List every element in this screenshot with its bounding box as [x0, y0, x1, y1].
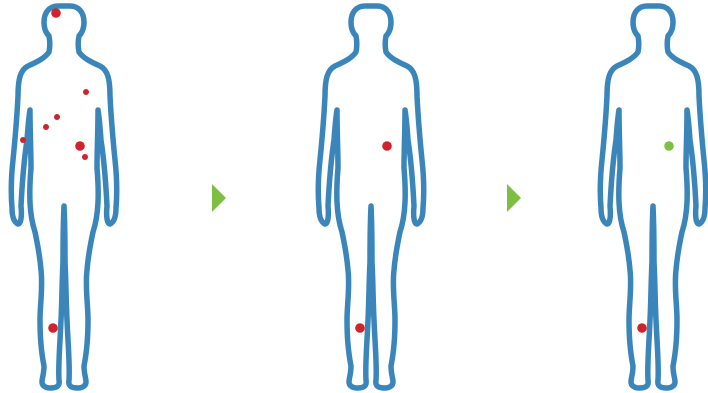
lesion-right-abdomen-lower-marker — [82, 154, 88, 160]
body-figure-during — [311, 0, 431, 393]
body-outline — [318, 6, 423, 388]
body-figure-before — [4, 0, 124, 393]
lesion-right-abdomen-marker — [382, 141, 392, 151]
lesion-center-chest-marker — [54, 114, 60, 120]
lesion-head-marker — [51, 8, 61, 18]
lesion-right-upper-chest-marker — [83, 89, 89, 95]
lesion-right-abdomen-marker — [664, 141, 674, 151]
arrow-right-icon — [212, 184, 226, 212]
body-outline — [600, 6, 705, 388]
lesion-left-chest-marker — [43, 124, 49, 130]
lesion-left-calf-marker — [48, 323, 58, 333]
body-outline — [11, 6, 116, 388]
lesion-left-calf-marker — [637, 323, 647, 333]
lesion-right-abdomen-marker — [75, 141, 85, 151]
human-body-outline-icon — [311, 0, 431, 393]
lesion-left-arm-marker — [20, 137, 26, 143]
arrow-right-icon — [507, 184, 521, 212]
human-body-outline-icon — [593, 0, 708, 393]
human-body-outline-icon — [4, 0, 124, 393]
body-figure-after — [593, 0, 708, 393]
lesion-left-calf-marker — [355, 323, 365, 333]
